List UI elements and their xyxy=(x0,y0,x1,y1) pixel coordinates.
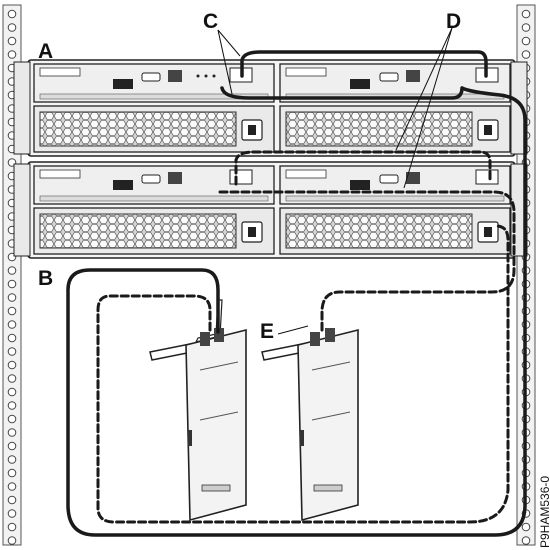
adapter-card-left xyxy=(149,299,247,522)
rack-hole xyxy=(7,36,17,46)
cables-c xyxy=(66,50,527,537)
rack-hole xyxy=(7,536,17,545)
rack-hole xyxy=(7,360,17,370)
enclosure-a-controller-left xyxy=(33,63,275,103)
enclosure-b-psu-right xyxy=(279,207,511,255)
rack-hole xyxy=(7,306,17,316)
enclosure-a-psu-left xyxy=(33,105,275,153)
rack-hole xyxy=(7,387,17,397)
callout-b: B xyxy=(38,267,53,290)
enclosure-b-controller-left xyxy=(33,165,275,205)
rack-hole xyxy=(7,482,17,491)
rack-hole xyxy=(7,50,17,59)
rack-hole xyxy=(7,401,17,410)
rack-hole xyxy=(7,333,17,343)
adapter-card-right xyxy=(261,328,359,522)
rack-hole xyxy=(7,509,17,518)
figure-id: P9HAM536-0 xyxy=(538,476,550,548)
rack-hole xyxy=(521,23,531,32)
rack-hole xyxy=(7,23,17,32)
rack-hole xyxy=(521,50,531,59)
rack-hole xyxy=(521,36,531,46)
rack-hole xyxy=(7,9,17,19)
rack-hole xyxy=(7,347,17,356)
rack-hole xyxy=(7,455,17,464)
rack-hole xyxy=(521,536,531,545)
enclosure-b-controller-right xyxy=(279,165,511,205)
callout-e: E xyxy=(260,320,274,343)
rack-hole xyxy=(7,266,17,275)
cable-c-1 xyxy=(240,50,488,78)
rack-hole xyxy=(7,441,17,451)
cables-d xyxy=(96,150,516,524)
enclosure-a xyxy=(13,59,528,157)
enclosure-b xyxy=(13,161,528,259)
rack-hole xyxy=(521,9,531,19)
rack-hole xyxy=(7,522,17,532)
rack-hole xyxy=(521,522,531,532)
rack-hole xyxy=(7,320,17,329)
cable-d-3 xyxy=(96,224,510,524)
callout-leaders xyxy=(217,27,453,335)
callout-c: C xyxy=(203,10,218,33)
cable-c-2 xyxy=(66,86,527,537)
callout-d: D xyxy=(446,10,461,33)
rack-hole xyxy=(7,374,17,383)
enclosure-b-psu-left xyxy=(33,207,275,255)
rack-hole xyxy=(7,279,17,289)
rack-hole xyxy=(7,428,17,437)
callout-a: A xyxy=(38,40,53,63)
cable-d-1 xyxy=(234,150,492,186)
rack-hole xyxy=(7,495,17,505)
rack-hole xyxy=(7,468,17,478)
enclosure-a-psu-right xyxy=(279,105,511,153)
rack-hole xyxy=(7,293,17,302)
rack-hole xyxy=(7,414,17,424)
